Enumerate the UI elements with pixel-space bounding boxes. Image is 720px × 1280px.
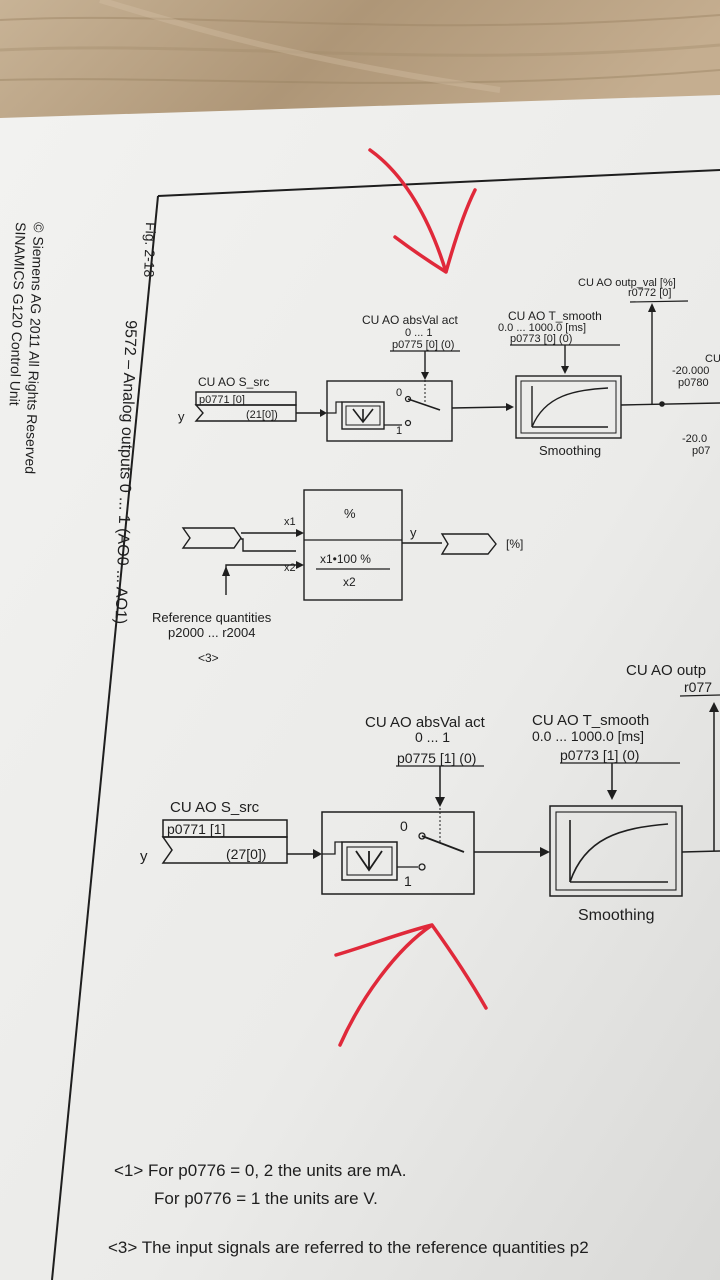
figure-label: Fig. 2-18	[141, 222, 159, 278]
percent-output-connector	[440, 533, 497, 555]
ao0-right-text-2: -20.000	[672, 365, 709, 377]
ao0-absval-range: 0 ... 1	[405, 327, 433, 339]
percent-symbol: %	[344, 506, 356, 521]
reference-quantities-title: Reference quantities	[152, 610, 272, 625]
ao1-absval-title: CU AO absVal act	[365, 714, 486, 731]
ao1-smooth-label: Smoothing	[578, 907, 655, 924]
footnote-1-line-2: For p0776 = 1 the units are V.	[154, 1189, 378, 1208]
ao1-absolute-value-icon	[355, 850, 383, 872]
percent-x1-label: x1	[284, 516, 296, 528]
percent-block	[303, 489, 403, 601]
ao0-absval-block	[326, 380, 453, 442]
ao1-src-value: (27[0])	[226, 846, 266, 862]
ao0-src-value-connector	[194, 404, 297, 422]
ao1-outval-title: CU AO outp	[626, 662, 706, 679]
ao0-outval-param: r0772 [0]	[628, 287, 671, 299]
ao1-diagram: CU AO S_src p0771 [1] (27[0]) y CU AO ab…	[140, 662, 720, 924]
ao1-src-title: CU AO S_src	[170, 799, 260, 816]
percent-denominator: x2	[343, 575, 356, 589]
red-annotation-arrows	[334, 148, 488, 1047]
ao1-smooth-range: 0.0 ... 1000.0 [ms]	[532, 728, 644, 744]
footnote-1-line-1: <1> For p0776 = 0, 2 the units are mA.	[114, 1161, 407, 1180]
ao0-diagram: CU AO S_src p0771 [0] (21[0]) y CU AO ab…	[178, 277, 720, 458]
ao0-smooth-range: 0.0 ... 1000.0 [ms]	[498, 322, 586, 334]
ao1-src-value-connector	[161, 836, 288, 864]
reference-note: <3>	[198, 651, 219, 665]
ao1-y-label: y	[140, 848, 148, 865]
ao1-switch-0: 0	[400, 818, 408, 834]
ao1-smooth-title: CU AO T_smooth	[532, 712, 649, 729]
ao1-smoothing-block	[549, 805, 683, 897]
percent-out-unit: [%]	[506, 537, 523, 551]
product-text: SINAMICS G120 Control Unit	[7, 222, 29, 406]
ao0-y-label: y	[178, 409, 185, 424]
red-arrow-bottom-icon	[334, 923, 488, 1047]
ao1-smooth-param: p0773 [1] (0)	[560, 747, 639, 763]
percent-x2-label: x2	[284, 562, 296, 574]
paper-sheet	[0, 95, 720, 1280]
ao0-right-text-1: CU	[705, 353, 720, 365]
ao0-switch-1: 1	[396, 425, 402, 437]
percent-input-connector	[181, 527, 242, 549]
ao0-smooth-label: Smoothing	[539, 443, 601, 458]
ao0-right-text-5: p07	[692, 445, 710, 457]
ao0-smooth-param: p0773 [0] (0)	[510, 333, 572, 345]
percent-y-label: y	[410, 525, 417, 540]
percent-conversion-diagram: x1 x2 % x1•100 % x2 y [%] Reference quan…	[152, 489, 523, 665]
ao1-absval-range: 0 ... 1	[415, 729, 450, 745]
ao1-absval-block	[321, 811, 475, 895]
frame-left-line	[51, 195, 159, 1280]
ao0-outval-title: CU AO outp_val [%]	[578, 277, 676, 289]
ao0-src-title: CU AO S_src	[198, 375, 269, 389]
ao0-smooth-title: CU AO T_smooth	[508, 309, 602, 323]
reference-quantities-params: p2000 ... r2004	[168, 625, 255, 640]
ao1-src-param: p0771 [1]	[167, 821, 225, 837]
footnote-3: <3> The input signals are referred to th…	[108, 1238, 589, 1257]
ao0-src-param: p0771 [0]	[199, 394, 245, 406]
ao0-right-text-4: -20.0	[682, 433, 707, 445]
ao0-smoothing-block	[515, 375, 622, 439]
ao0-absolute-value-icon	[352, 408, 374, 424]
ao0-switch-0: 0	[396, 387, 402, 399]
ao0-absval-title: CU AO absVal act	[362, 313, 458, 327]
ao1-smoothing-curve-icon	[569, 820, 669, 883]
footnotes: <1> For p0776 = 0, 2 the units are mA. F…	[108, 1161, 589, 1257]
ao0-absval-param: p0775 [0] (0)	[392, 339, 454, 351]
ao1-outval-param: r077	[684, 679, 712, 695]
percent-formula: x1•100 %	[320, 552, 371, 566]
ao1-switch-1: 1	[404, 873, 412, 889]
ao1-absval-param: p0775 [1] (0)	[397, 750, 476, 766]
ao0-right-text-3: p0780	[678, 377, 709, 389]
ao0-smoothing-curve-icon	[531, 386, 609, 428]
red-arrow-top-icon	[368, 148, 477, 274]
ao0-src-value: (21[0])	[246, 409, 278, 421]
frame-top-line	[157, 169, 720, 197]
